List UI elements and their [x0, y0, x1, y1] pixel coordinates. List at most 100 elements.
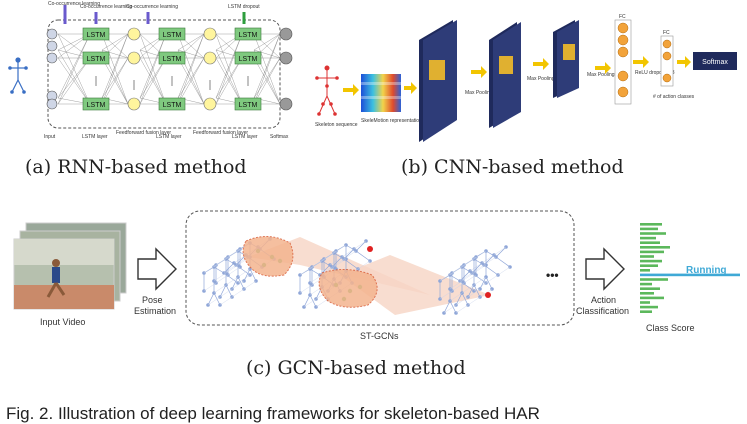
temporal-edge [213, 284, 227, 294]
num-classes-label: # of action classes [653, 94, 695, 100]
connection-line [101, 33, 129, 105]
temporal-edge [451, 282, 465, 292]
temporal-edge [461, 258, 475, 268]
caption-a: (a) RNN-based method [25, 156, 247, 178]
temporal-edge [451, 264, 465, 274]
score-bar [640, 250, 664, 254]
temporal-edge [493, 246, 507, 256]
connection-line [101, 49, 129, 59]
graph-edge [345, 244, 357, 252]
score-bar [640, 310, 652, 313]
fc-node [617, 34, 629, 46]
top-label-3: Co-occurrence learning [126, 4, 178, 10]
pose-estimation-label-1: Pose [142, 295, 163, 305]
fc2-nodes [662, 39, 672, 83]
fc-node [662, 51, 672, 61]
temporal-edge [473, 264, 487, 274]
graph-edge [495, 256, 511, 268]
input-node [46, 98, 58, 110]
connection-line [253, 57, 281, 105]
fc-layer-2 [660, 35, 674, 87]
temporal-edge [473, 250, 487, 260]
lstm-cell-label: LSTM [87, 56, 106, 63]
connection-line [177, 57, 205, 99]
stgcn-label: ST-GCNs [360, 331, 399, 341]
temporal-edge [207, 296, 221, 306]
temporal-edge [333, 244, 347, 254]
pool-label-1: Max Pooling ReLU [465, 90, 507, 96]
arrow-right-icon [343, 84, 359, 96]
temporal-edge [219, 288, 233, 298]
temporal-edge [321, 252, 335, 262]
connection-line [57, 49, 91, 105]
fc-label-2: FC [663, 30, 670, 36]
connection-line [215, 33, 243, 105]
score-bar-running [640, 273, 740, 277]
conv-block-2 [489, 22, 521, 128]
bottom-label-input: Input [44, 134, 56, 140]
fc1-nodes [471, 22, 649, 98]
fc-node [617, 70, 629, 82]
temporal-edge [231, 288, 245, 298]
lstm-cell [234, 51, 262, 65]
fusion-node [127, 51, 141, 65]
temporal-edge [449, 292, 463, 302]
connection-line [57, 33, 91, 99]
top-label-1: Co-occurrence learning [48, 1, 100, 7]
graph-edge [231, 276, 239, 290]
connection-line [139, 33, 167, 99]
temporal-edge [309, 274, 323, 284]
projection-cone-2 [340, 255, 490, 315]
temporal-edge [227, 248, 241, 258]
connection-line [101, 33, 129, 99]
temporal-edge [315, 298, 329, 308]
graph-joint [474, 255, 478, 259]
graph-edge [455, 292, 463, 306]
temporal-edge [333, 258, 347, 268]
temporal-edge [353, 240, 367, 250]
lstm-cell-label: LSTM [163, 102, 182, 109]
temporal-edge [231, 280, 245, 290]
score-bar [640, 278, 668, 281]
lstm-cell [82, 51, 110, 65]
class-score-bars [640, 223, 740, 313]
fc-node [662, 73, 672, 83]
score-bar [640, 305, 658, 309]
input-node [46, 40, 58, 52]
ellipsis: ••• [546, 268, 559, 282]
fusion-node [127, 97, 141, 111]
connection-line [177, 49, 205, 59]
temporal-edge [357, 260, 371, 270]
lstm-cell-label: LSTM [87, 102, 106, 109]
softmax-node [279, 27, 293, 41]
connection-line [253, 49, 281, 59]
temporal-edge [215, 256, 229, 266]
arrow-right-icon [595, 62, 611, 74]
score-bar [640, 227, 658, 231]
graph-joint [254, 279, 258, 283]
skeleton-sequence-icon [315, 65, 339, 116]
temporal-edge [481, 254, 495, 264]
connection-line [139, 49, 167, 105]
temporal-edge [213, 272, 227, 282]
connection-line [177, 33, 205, 105]
connection-line [101, 57, 129, 105]
connection-line [139, 57, 167, 99]
arrow-right-icon [533, 58, 549, 70]
connection-line [177, 33, 205, 99]
connection-line [177, 57, 205, 105]
class-score-label: Class Score [646, 323, 695, 333]
fc-node [617, 46, 629, 58]
pool-label-2: Max Pooling ReLU [527, 76, 569, 82]
temporal-edge [225, 250, 239, 260]
running-label: Running [686, 265, 727, 276]
connection-line [253, 57, 281, 99]
lstm-cell [82, 27, 110, 41]
input-node [46, 28, 58, 40]
graph-edge [355, 240, 367, 252]
score-bar [640, 236, 656, 240]
attention-blob-2 [318, 269, 378, 308]
graph-joint [494, 255, 498, 259]
temporal-edge [203, 264, 217, 274]
temporal-edge [463, 256, 477, 266]
